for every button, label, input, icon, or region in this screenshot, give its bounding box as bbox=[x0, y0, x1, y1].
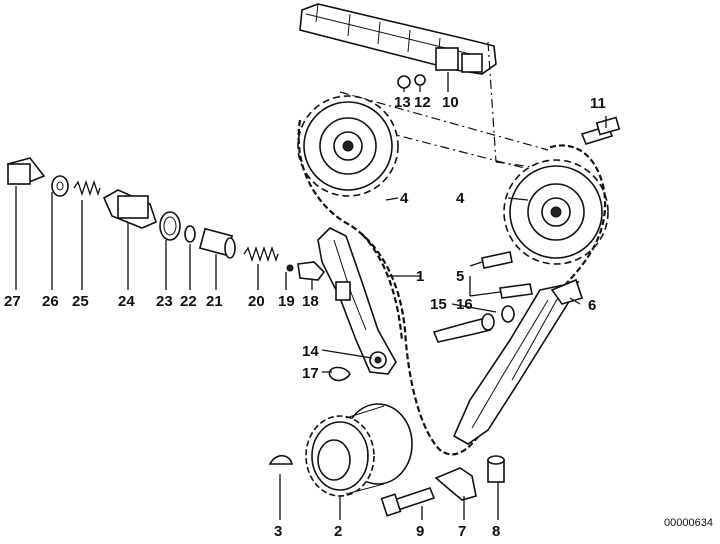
upper-guide-rail bbox=[299, 3, 497, 75]
callout-4-right: 4 bbox=[456, 190, 465, 207]
callout-12: 12 bbox=[414, 94, 431, 111]
callout-23: 23 bbox=[156, 293, 173, 310]
callout-9: 9 bbox=[416, 523, 424, 540]
callout-25: 25 bbox=[72, 293, 89, 310]
callout-15: 15 bbox=[430, 296, 447, 313]
callout-27: 27 bbox=[4, 293, 21, 310]
callout-10: 10 bbox=[442, 94, 459, 111]
callout-6: 6 bbox=[588, 297, 596, 314]
callout-7: 7 bbox=[458, 523, 466, 540]
lower-guide-rail bbox=[452, 278, 584, 445]
callout-26: 26 bbox=[42, 293, 59, 310]
callout-17: 17 bbox=[302, 365, 319, 382]
chain-path-lines bbox=[329, 41, 549, 173]
callout-18: 18 bbox=[302, 293, 319, 310]
camshaft-sprocket-left bbox=[297, 95, 399, 197]
callout-1: 1 bbox=[416, 268, 424, 285]
callout-3: 3 bbox=[274, 523, 282, 540]
callout-20: 20 bbox=[248, 293, 265, 310]
camshaft-sprocket-right bbox=[503, 159, 609, 265]
crankshaft-sprocket bbox=[305, 403, 413, 497]
fasteners bbox=[328, 74, 621, 517]
callout-11: 11 bbox=[590, 95, 606, 112]
timing-chain bbox=[297, 119, 607, 456]
tensioner-assembly bbox=[6, 157, 326, 281]
callout-21: 21 bbox=[206, 293, 223, 310]
callout-22: 22 bbox=[180, 293, 197, 310]
callout-5: 5 bbox=[456, 268, 464, 285]
callout-19: 19 bbox=[278, 293, 295, 310]
callout-14: 14 bbox=[302, 343, 319, 360]
callout-8: 8 bbox=[492, 523, 500, 540]
callout-13: 13 bbox=[394, 94, 411, 111]
callout-labels: 1 2 3 4 4 5 6 7 8 9 10 11 12 13 14 15 16… bbox=[4, 94, 606, 540]
tensioner-rail bbox=[317, 227, 397, 375]
callout-24: 24 bbox=[118, 293, 135, 310]
catalog-number: 00000634 bbox=[664, 517, 713, 529]
woodruff-key bbox=[268, 454, 293, 465]
callout-16: 16 bbox=[456, 296, 473, 313]
callout-2: 2 bbox=[334, 523, 342, 540]
callout-4-left: 4 bbox=[400, 190, 409, 207]
leader-lines bbox=[15, 72, 607, 520]
